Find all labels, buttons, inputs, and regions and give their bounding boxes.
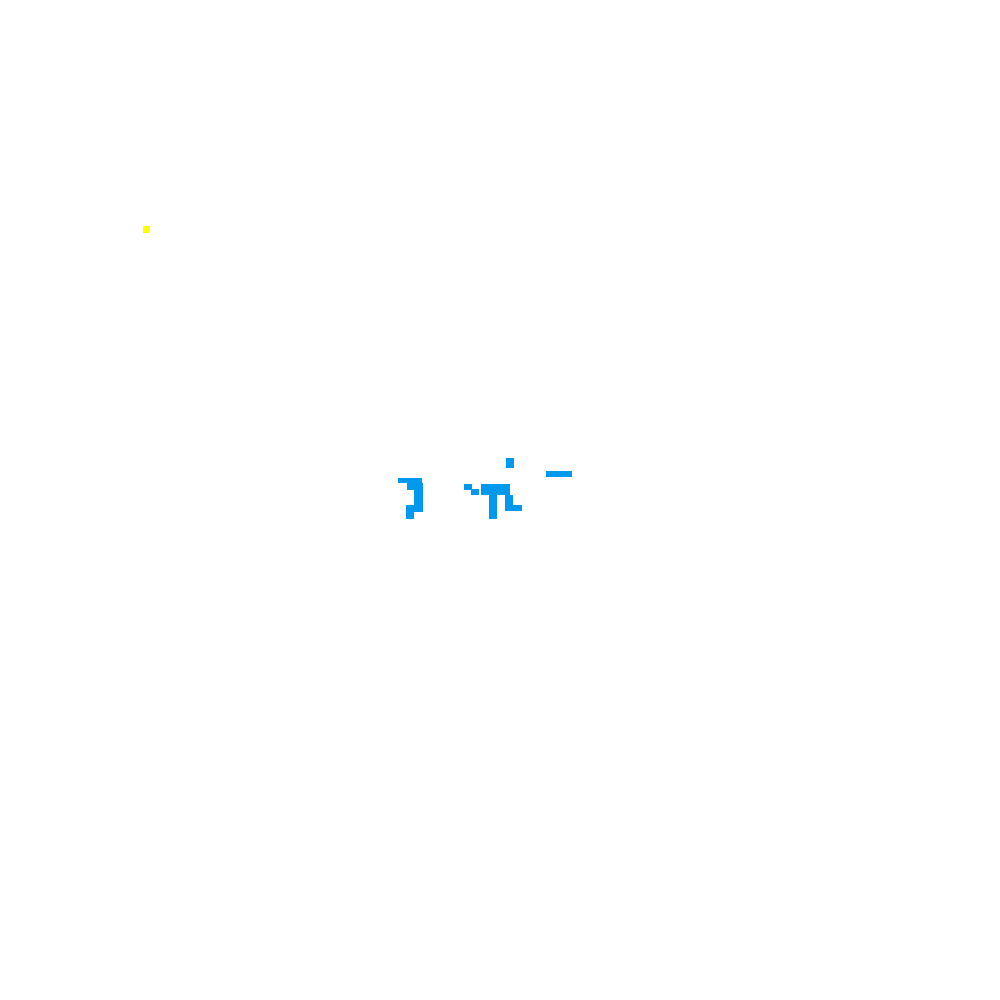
- piece-block: [414, 490, 423, 512]
- blue-piece-right: [546, 471, 572, 477]
- piece-block: [489, 495, 497, 519]
- piece-block: [505, 505, 522, 511]
- piece-block: [406, 512, 414, 519]
- piece-block: [464, 484, 472, 490]
- piece-block: [406, 505, 416, 512]
- piece-block: [471, 489, 479, 495]
- piece-block: [505, 495, 513, 506]
- piece-block: [506, 458, 514, 468]
- piece-block: [398, 478, 422, 483]
- piece-block: [407, 483, 423, 490]
- player-marker: [143, 226, 150, 233]
- piece-block: [481, 484, 510, 495]
- blue-piece-left: [398, 478, 423, 519]
- blue-piece-center: [464, 458, 522, 519]
